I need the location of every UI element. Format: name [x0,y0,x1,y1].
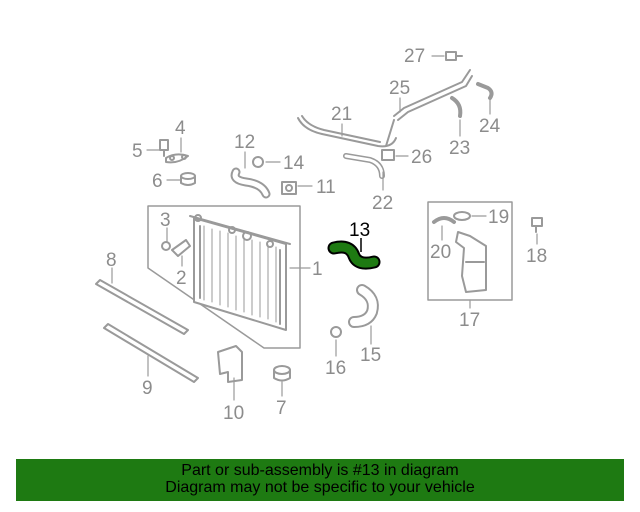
callout-13[interactable]: 13 [349,220,370,241]
callout-11: 11 [316,177,336,198]
callout-6: 6 [152,171,163,192]
callout-5: 5 [132,141,143,162]
bolt-part-27 [445,51,463,61]
callout-26: 26 [411,147,432,168]
callout-19: 19 [488,207,509,228]
bracket-part-10 [217,345,243,383]
hose-part-22 [343,153,385,179]
mount-part-11 [281,181,297,195]
clamp-part-26 [381,149,395,161]
clamp-part-14 [252,156,264,168]
callout-20: 20 [430,242,451,263]
hose-part-20 [432,216,456,224]
callout-21: 21 [331,104,352,125]
cap-part-19 [453,211,471,221]
info-banner: Part or sub-assembly is #13 in diagram D… [16,459,624,501]
radiator [189,214,291,331]
hose-part-15 [348,284,379,328]
radiator-group-outline [147,205,301,349]
callout-1: 1 [312,259,323,280]
callout-9: 9 [142,378,153,399]
clip-part-4 [165,153,189,164]
mount-part-7 [273,365,291,382]
callout-8: 8 [106,250,117,271]
callout-24: 24 [479,116,501,137]
callout-12: 12 [234,132,255,153]
callout-14: 14 [283,153,305,174]
callout-4: 4 [175,118,186,139]
reservoir-tank-part [455,231,487,293]
pipe-part-21 [297,115,397,148]
callout-27: 27 [404,46,425,67]
highlighted-hose-part-13[interactable] [327,240,381,270]
callout-7: 7 [276,398,287,419]
hose-part-24 [476,82,494,100]
banner-line-2: Diagram may not be specific to your vehi… [165,479,475,496]
pipe-part-25 [385,69,473,147]
callout-15: 15 [360,345,381,366]
hose-part-12 [230,167,271,199]
seal-strip-part-9 [103,323,199,383]
callout-3: 3 [160,210,171,231]
callout-16: 16 [325,358,346,379]
clamp-part-16 [330,326,342,338]
bolt-part-5 [159,139,169,157]
callout-18: 18 [526,246,547,267]
hose-part-23 [450,96,463,118]
callout-2: 2 [176,268,187,289]
bolt-part-18 [531,217,543,233]
banner-line-1: Part or sub-assembly is #13 in diagram [181,462,459,479]
callout-22: 22 [372,193,393,214]
seal-strip-part-8 [95,279,189,335]
clip-part-3 [161,241,171,251]
mount-part-6 [180,172,196,186]
callout-10: 10 [223,403,244,424]
drain-plug-part [171,239,191,257]
callout-23: 23 [449,138,470,159]
callout-17: 17 [459,310,480,331]
callout-25: 25 [389,78,410,99]
